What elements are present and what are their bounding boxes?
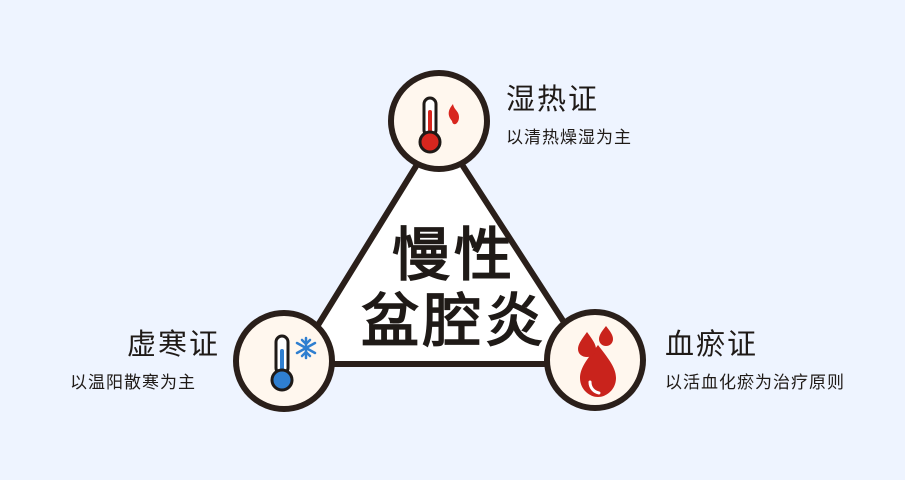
right-syndrome-title: 血瘀证: [665, 327, 759, 361]
left-node: [233, 310, 335, 412]
right-node: [544, 309, 646, 411]
top-syndrome-title: 湿热证: [506, 82, 600, 116]
top-syndrome-description: 以清热燥湿为主: [506, 127, 632, 148]
thermometer-flame-icon: [418, 96, 459, 154]
left-syndrome-description: 以温阳散寒为主: [70, 372, 196, 393]
blood-drops-icon: [578, 326, 616, 397]
central-triangle: [291, 126, 594, 367]
left-syndrome-title: 虚寒证: [126, 327, 220, 361]
top-syndrome-label: 湿热证 以清热燥湿为主: [506, 82, 632, 148]
top-node: [388, 70, 490, 172]
left-syndrome-label: 虚寒证 以温阳散寒为主: [70, 327, 220, 393]
right-syndrome-description: 以活血化瘀为治疗原则: [665, 372, 845, 393]
top-node-circle: [388, 70, 490, 172]
center-title-line-1: 慢性: [391, 221, 516, 289]
thermometer-snowflake-icon: [270, 334, 317, 392]
center-title-line-2: 盆腔炎: [360, 287, 547, 355]
right-syndrome-label: 血瘀证 以活血化瘀为治疗原则: [665, 327, 845, 393]
